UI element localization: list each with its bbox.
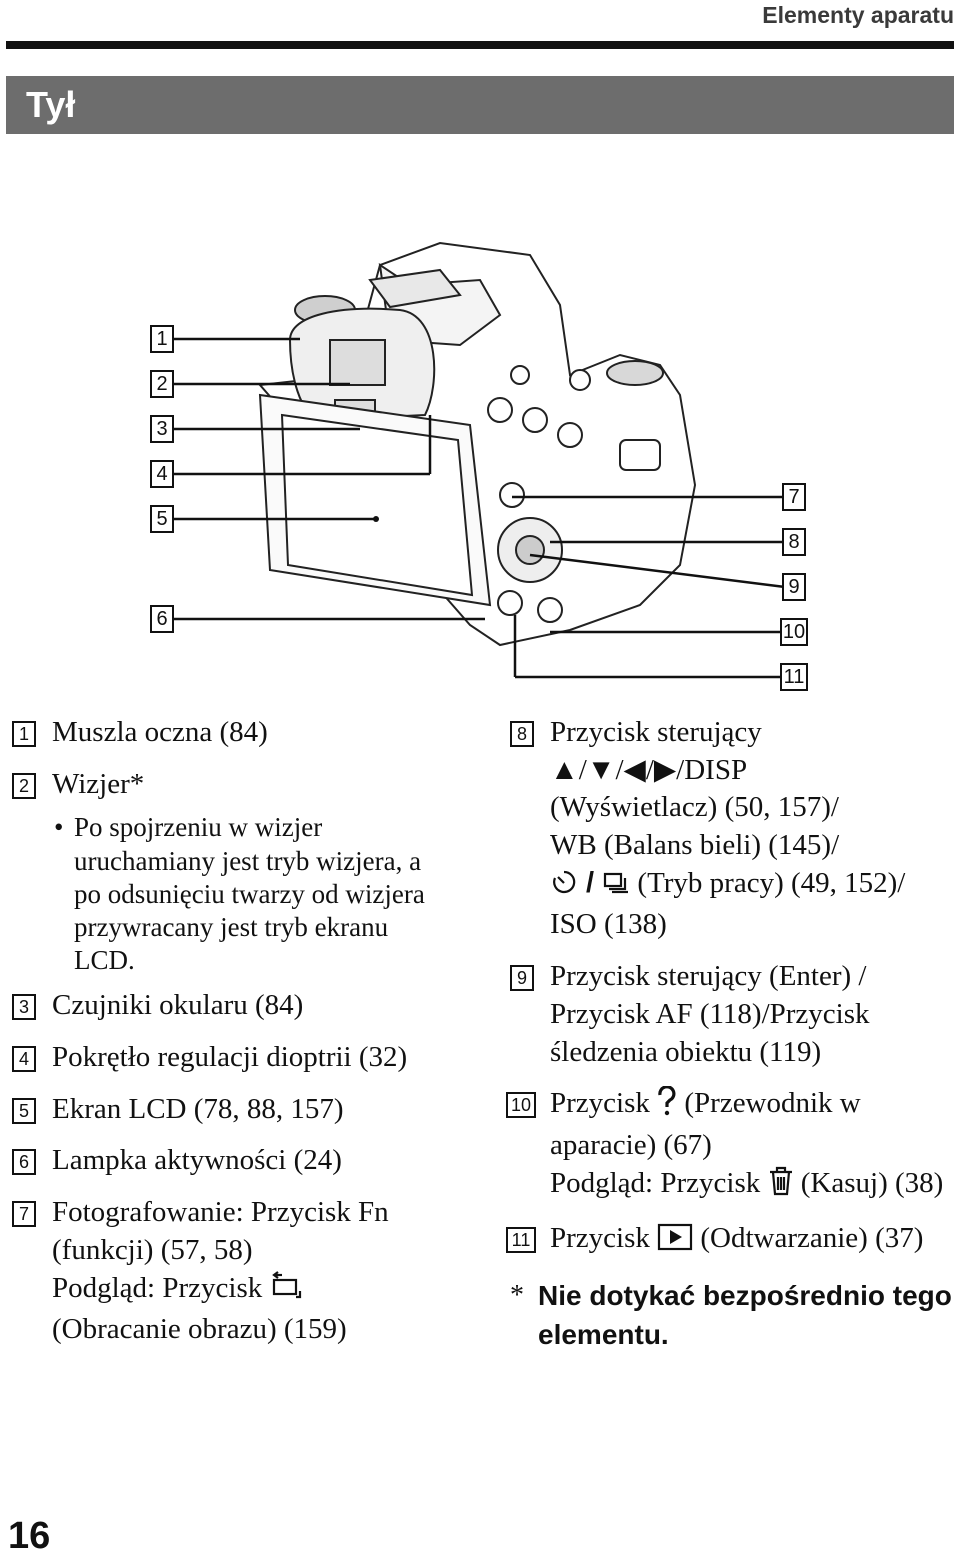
list-item: 11 Przycisk (Odtwarzanie) (37): [506, 1220, 958, 1262]
list-item: 4 Pokrętło regulacji dioptrii (32): [12, 1039, 452, 1077]
item-text: (Przewodnik w aparacie) (67): [550, 1087, 861, 1161]
page-number: 16: [8, 1515, 51, 1557]
footnote: * Nie dotykać bezpośrednio tego elementu…: [510, 1276, 958, 1354]
items-left-column: 1 Muszla oczna (84) 2 Wizjer* Po spojrze…: [12, 714, 452, 1363]
item-text: Wizjer*: [52, 767, 145, 800]
footnote-text: Nie dotykać bezpośrednio tego elementu.: [538, 1279, 952, 1351]
callout-1: 1: [150, 325, 174, 353]
item-text: ▲/▼/◀/▶/DISP: [550, 753, 748, 786]
callout-5: 5: [150, 505, 174, 533]
help-question-icon: [657, 1085, 677, 1127]
item-text: Przycisk: [550, 1087, 650, 1120]
item-number: 9: [510, 965, 534, 992]
item-text: (Kasuj) (38): [800, 1166, 944, 1199]
list-item: 2 Wizjer*: [12, 766, 452, 804]
list-item: 3 Czujniki okularu (84): [12, 987, 452, 1025]
item-number: 5: [12, 1097, 36, 1124]
item-text: (Wyświetlacz) (50, 157)/: [550, 791, 839, 824]
trash-icon: [768, 1166, 794, 1207]
item-text: ISO (138): [550, 908, 667, 941]
items-right-column: 8 Przycisk sterujący ▲/▼/◀/▶/DISP (Wyświ…: [506, 714, 958, 1354]
item-text: Czujniki okularu (84): [52, 989, 304, 1022]
item-number: 3: [12, 994, 36, 1021]
item-text: (Tryb pracy) (49, 152)/: [637, 866, 906, 899]
list-item: 1 Muszla oczna (84): [12, 714, 452, 752]
item-number: 4: [12, 1046, 36, 1073]
item-number: 8: [510, 721, 534, 747]
list-item: 7 Fotografowanie: Przycisk Fn (funkcji) …: [12, 1194, 452, 1349]
item-number: 7: [12, 1201, 36, 1228]
callout-6: 6: [150, 605, 174, 633]
item-text: Muszla oczna (84): [52, 716, 268, 748]
item-text: (Obracanie obrazu) (159): [52, 1313, 347, 1346]
item-text: (Odtwarzanie) (37): [700, 1222, 924, 1255]
item-number: 2: [12, 772, 36, 799]
item-text: WB (Balans bieli) (145)/: [550, 829, 840, 862]
callout-9: 9: [782, 573, 806, 601]
self-timer-icon: [550, 868, 578, 907]
item-text: Przycisk: [550, 1222, 650, 1255]
item-text: Przycisk sterujący (Enter) / Przycisk AF…: [550, 960, 870, 1068]
item-text: Lampka aktywności (24): [52, 1144, 342, 1177]
callout-2: 2: [150, 370, 174, 398]
camera-back-figure: 1 2 3 4 5 6 7 8 9 10 11: [140, 225, 820, 695]
item-text: Podgląd: Przycisk: [52, 1271, 263, 1304]
item-text: Pokrętło regulacji dioptrii (32): [52, 1041, 408, 1074]
header-rule: [6, 41, 954, 49]
running-header: Elementy aparatu: [762, 2, 954, 28]
callout-4: 4: [150, 460, 174, 488]
callout-8: 8: [782, 528, 806, 556]
section-bar: Tył: [6, 76, 954, 134]
bullet-note: Po spojrzeniu w wizjer uruchamiany jest …: [52, 811, 452, 977]
item-text: Podgląd: Przycisk: [550, 1166, 761, 1199]
item-text: Fotografowanie: Przycisk Fn (funkcji) (5…: [52, 1196, 389, 1266]
list-item: 6 Lampka aktywności (24): [12, 1142, 452, 1180]
slash-separator: /: [578, 866, 603, 899]
item-number: 10: [506, 1092, 536, 1119]
item-text: Ekran LCD (78, 88, 157): [52, 1092, 344, 1125]
callout-3: 3: [150, 415, 174, 443]
section-title: Tył: [26, 84, 76, 125]
callout-11: 11: [780, 663, 808, 691]
rotate-image-icon: [270, 1270, 304, 1312]
callout-7: 7: [782, 483, 806, 511]
callout-10: 10: [780, 618, 808, 646]
list-item: 9 Przycisk sterujący (Enter) / Przycisk …: [510, 958, 958, 1071]
playback-icon: [657, 1223, 693, 1262]
camera-illustration: [170, 241, 786, 679]
item-number: 11: [506, 1227, 536, 1254]
list-item: 8 Przycisk sterujący ▲/▼/◀/▶/DISP (Wyświ…: [510, 714, 958, 944]
drive-mode-icon: [602, 868, 630, 907]
list-item-bullet-container: Po spojrzeniu w wizjer uruchamiany jest …: [12, 811, 452, 977]
list-item: 10 Przycisk (Przewodnik w aparacie) (67)…: [506, 1085, 958, 1207]
footnote-star: *: [510, 1279, 524, 1311]
item-number: 1: [12, 721, 36, 747]
item-number: 6: [12, 1149, 36, 1176]
item-text: Przycisk sterujący: [550, 716, 762, 748]
list-item: 5 Ekran LCD (78, 88, 157): [12, 1091, 452, 1129]
